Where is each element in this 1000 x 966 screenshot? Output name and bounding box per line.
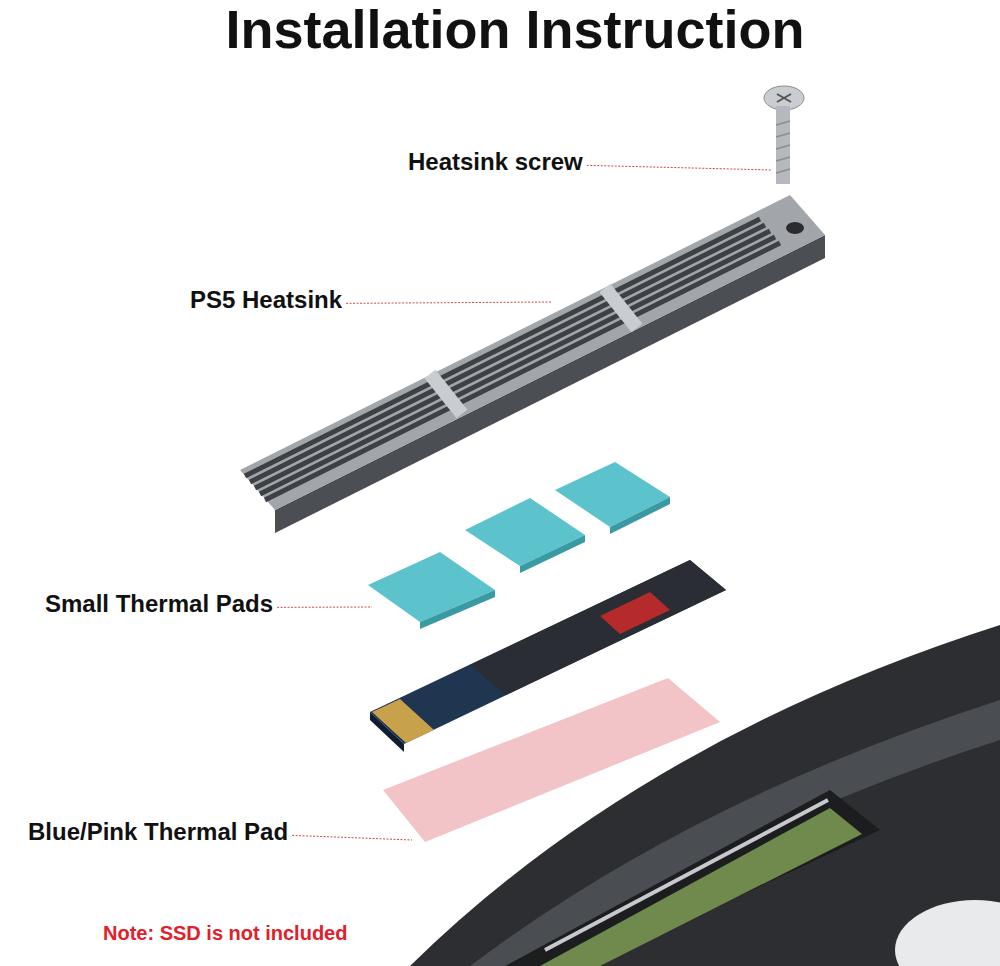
ssd-label-stripe — [600, 592, 670, 634]
heatsink-top — [240, 195, 825, 510]
heatsink-fins — [245, 219, 780, 500]
screw-hole — [786, 222, 804, 234]
part-label: PS5 Heatsink — [190, 286, 342, 314]
pad-edge — [420, 590, 495, 629]
leader-line — [277, 607, 372, 608]
slot-rail — [545, 800, 828, 950]
pad-edge — [520, 535, 585, 573]
leader-line — [346, 302, 552, 303]
part-label: Small Thermal Pads — [45, 590, 273, 618]
ssd-slot — [505, 790, 880, 966]
heatsink-side — [275, 235, 825, 533]
leader-line — [587, 165, 772, 170]
title: Installation Instruction — [225, 0, 804, 60]
screw-shaft — [776, 106, 790, 184]
slot-pcb — [540, 808, 862, 966]
ssd-label-area — [470, 560, 726, 695]
leader-line — [292, 835, 412, 840]
small-thermal-pad — [555, 462, 670, 527]
small-thermal-pad — [368, 552, 495, 622]
heatsink-bands — [430, 288, 637, 414]
part-label: Heatsink screw — [408, 148, 583, 176]
note-text: Note: SSD is not included — [103, 922, 347, 945]
part-label: Blue/Pink Thermal Pad — [28, 818, 288, 846]
pad-edge — [610, 497, 670, 534]
screw-thread — [776, 121, 790, 173]
small-thermal-pad — [465, 498, 585, 566]
ssd-connector — [372, 699, 434, 743]
screw-cross — [777, 94, 791, 102]
console-fan — [895, 900, 1000, 966]
